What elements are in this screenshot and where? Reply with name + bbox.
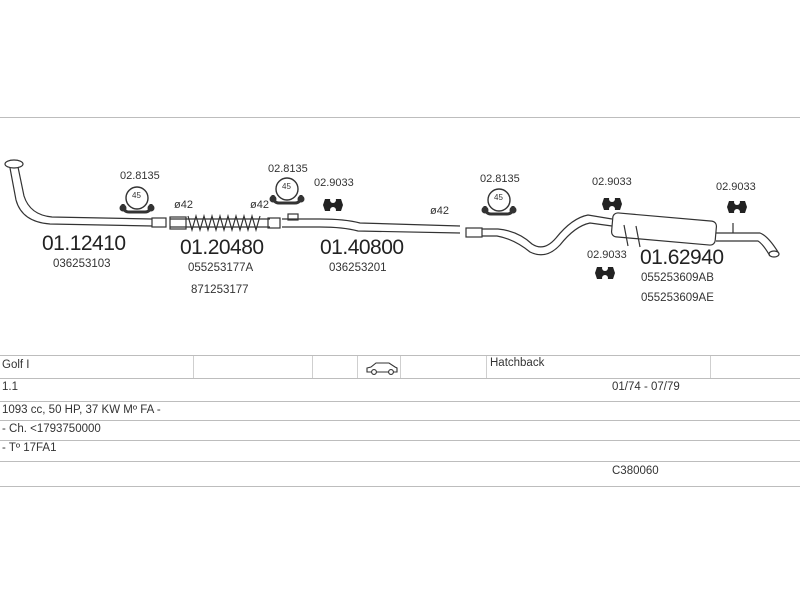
table-line — [0, 461, 800, 462]
mount-label: 02.9033 — [314, 177, 354, 189]
part-reference: 871253177 — [191, 284, 249, 296]
clamp-icon — [269, 177, 305, 205]
model-name: Golf I — [2, 359, 30, 371]
flex-sleeve-right — [267, 217, 281, 229]
rear-pipe — [482, 214, 613, 248]
table-divider — [357, 356, 358, 378]
engine-size: 1.1 — [2, 381, 18, 393]
kit-code: C380060 — [612, 465, 659, 477]
flex-sleeve-left — [169, 216, 187, 230]
engine-type: - Tº 17FA1 — [2, 442, 57, 454]
clamp-icon — [481, 188, 517, 216]
table-line — [0, 420, 800, 421]
frame-top-line — [0, 117, 800, 118]
clamp-label: 02.8135 — [268, 163, 308, 175]
table-line — [0, 378, 800, 379]
table-line — [0, 440, 800, 441]
diameter-label: ø42 — [250, 199, 269, 211]
diameter-label: ø42 — [174, 199, 193, 211]
front-pipe-flange — [4, 159, 24, 169]
part-code: 01.62940 — [640, 246, 724, 269]
table-divider — [710, 356, 711, 378]
part-code: 01.12410 — [42, 232, 126, 255]
front-pipe — [9, 167, 153, 227]
part-reference: 055253609AB — [641, 272, 714, 284]
rubber-mount-icon — [602, 196, 622, 212]
table-line — [0, 355, 800, 356]
clamp-icon — [119, 186, 155, 214]
table-divider — [486, 356, 487, 378]
engine-spec: 1093 cc, 50 HP, 37 KW Mº FA - — [2, 404, 161, 416]
rubber-mount-icon — [727, 199, 747, 215]
part-reference: 036253103 — [53, 258, 111, 270]
mount-label: 02.9033 — [587, 249, 627, 261]
rear-muffler-flange — [623, 224, 641, 248]
diameter-label: ø42 — [430, 205, 449, 217]
clamp-label: 02.8135 — [120, 170, 160, 182]
table-divider — [312, 356, 313, 378]
part-reference: 055253609AE — [641, 292, 714, 304]
production-years: 01/74 - 07/79 — [612, 381, 680, 393]
clamp-badge: 45 — [132, 191, 141, 200]
part-code: 01.40800 — [320, 236, 404, 259]
rubber-mount-icon — [323, 197, 343, 213]
mount-label: 02.9033 — [716, 181, 756, 193]
intermediate-hanger — [287, 213, 299, 221]
intermediate-pipe — [282, 218, 461, 227]
front-pipe-sleeve — [151, 217, 167, 228]
rear-pipe-sleeve — [465, 227, 483, 238]
table-line — [0, 486, 800, 487]
table-divider — [193, 356, 194, 378]
car-icon — [366, 362, 398, 375]
exhaust-system-diagram — [4, 159, 780, 281]
tail-pipe — [716, 232, 779, 257]
clamp-label: 02.8135 — [480, 173, 520, 185]
table-divider — [400, 356, 401, 378]
clamp-badge: 45 — [494, 193, 503, 202]
clamp-badge: 45 — [282, 182, 291, 191]
chassis-number: - Ch. <1793750000 — [2, 423, 101, 435]
rear-muffler — [610, 212, 718, 246]
part-reference: 036253201 — [329, 262, 387, 274]
part-reference: 055253177A — [188, 262, 254, 274]
body-type: Hatchback — [490, 357, 545, 369]
rubber-mount-icon — [595, 265, 615, 281]
part-code: 01.20480 — [180, 236, 264, 259]
flex-bellows — [187, 213, 261, 233]
mount-label: 02.9033 — [592, 176, 632, 188]
table-line — [0, 401, 800, 402]
